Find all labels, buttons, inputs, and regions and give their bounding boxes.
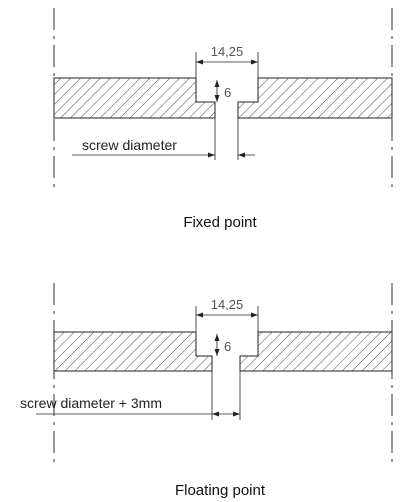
fixed-hole-note: screw diameter: [82, 137, 177, 153]
fixed-point-caption: Fixed point: [183, 214, 257, 231]
fixed-depth-label: 6: [224, 85, 231, 100]
fixed-slot-width-label: 14,25: [211, 44, 244, 59]
floating-plate-section: [53, 331, 213, 372]
floating-slot-width-label: 14,25: [211, 297, 244, 312]
floating-plate-section-right: [239, 331, 393, 372]
fixed-plate-section: [53, 77, 216, 119]
fixed-point-drawing: 14,25 6 screw diameter Fixed point: [53, 8, 393, 231]
floating-point-drawing: 14,25 6 screw diameter + 3mm Floating po…: [20, 283, 393, 499]
floating-hole-note: screw diameter + 3mm: [20, 395, 162, 411]
floating-point-caption: Floating point: [175, 482, 266, 499]
floating-depth-label: 6: [224, 339, 231, 354]
fixed-plate-section-right: [237, 77, 393, 119]
